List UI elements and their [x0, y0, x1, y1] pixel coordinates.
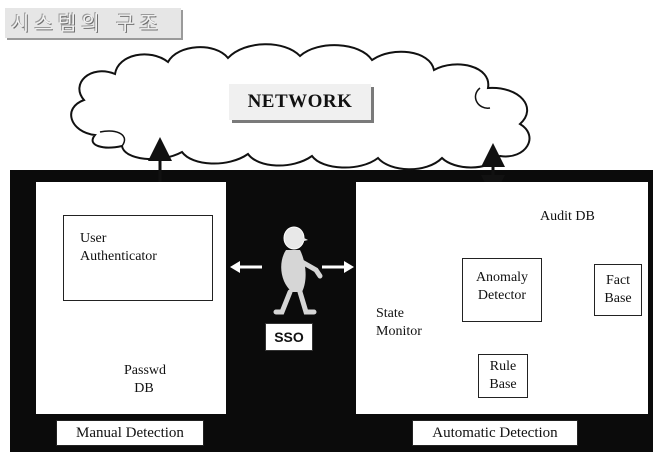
rule-line1: Rule: [489, 359, 517, 374]
sso-left-arrow: [230, 261, 262, 273]
rule-base-box: Rule Base: [478, 354, 528, 398]
page-title: 시스템의 구조: [5, 8, 181, 38]
monitor-line1: State: [376, 306, 404, 321]
state-monitor-label: State Monitor: [376, 305, 422, 341]
passwd-db-line2: DB: [134, 381, 154, 396]
passwd-db-label: Passwd DB: [124, 362, 167, 398]
anomaly-line2: Detector: [477, 288, 527, 303]
anomaly-detector-box: Anomaly Detector: [462, 258, 542, 322]
fact-base-box: Fact Base: [594, 264, 642, 316]
automatic-detection-caption: Automatic Detection: [412, 420, 578, 446]
audit-db-label: Audit DB: [540, 209, 595, 224]
sso-label: SSO: [265, 323, 313, 351]
operator-figure-icon: [273, 226, 323, 315]
rule-line2: Base: [489, 377, 517, 392]
network-label: NETWORK: [229, 84, 371, 120]
fact-line2: Base: [604, 291, 632, 306]
user-authenticator-box: User Authenticator: [63, 215, 213, 301]
fact-line1: Fact: [605, 273, 631, 288]
anomaly-line1: Anomaly: [475, 270, 529, 285]
monitor-line2: Monitor: [376, 324, 422, 339]
authenticator-line1: User: [80, 231, 107, 246]
passwd-db-line1: Passwd: [124, 363, 167, 378]
authenticator-line2: Authenticator: [80, 249, 157, 264]
manual-detection-caption: Manual Detection: [56, 420, 204, 446]
sso-right-arrow: [322, 261, 354, 273]
